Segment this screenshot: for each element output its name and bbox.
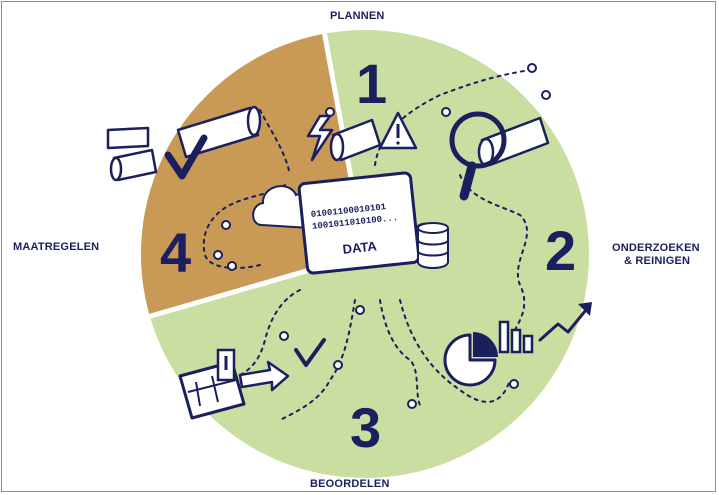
phase-number-3: 3 bbox=[350, 396, 381, 459]
phase-number-4: 4 bbox=[160, 221, 191, 284]
phase-number-2: 2 bbox=[545, 219, 576, 282]
database-icon bbox=[418, 223, 448, 268]
tablet-icon: 01001100010101 1001011010100... DATA bbox=[299, 172, 420, 273]
phase-number-1: 1 bbox=[356, 52, 387, 115]
